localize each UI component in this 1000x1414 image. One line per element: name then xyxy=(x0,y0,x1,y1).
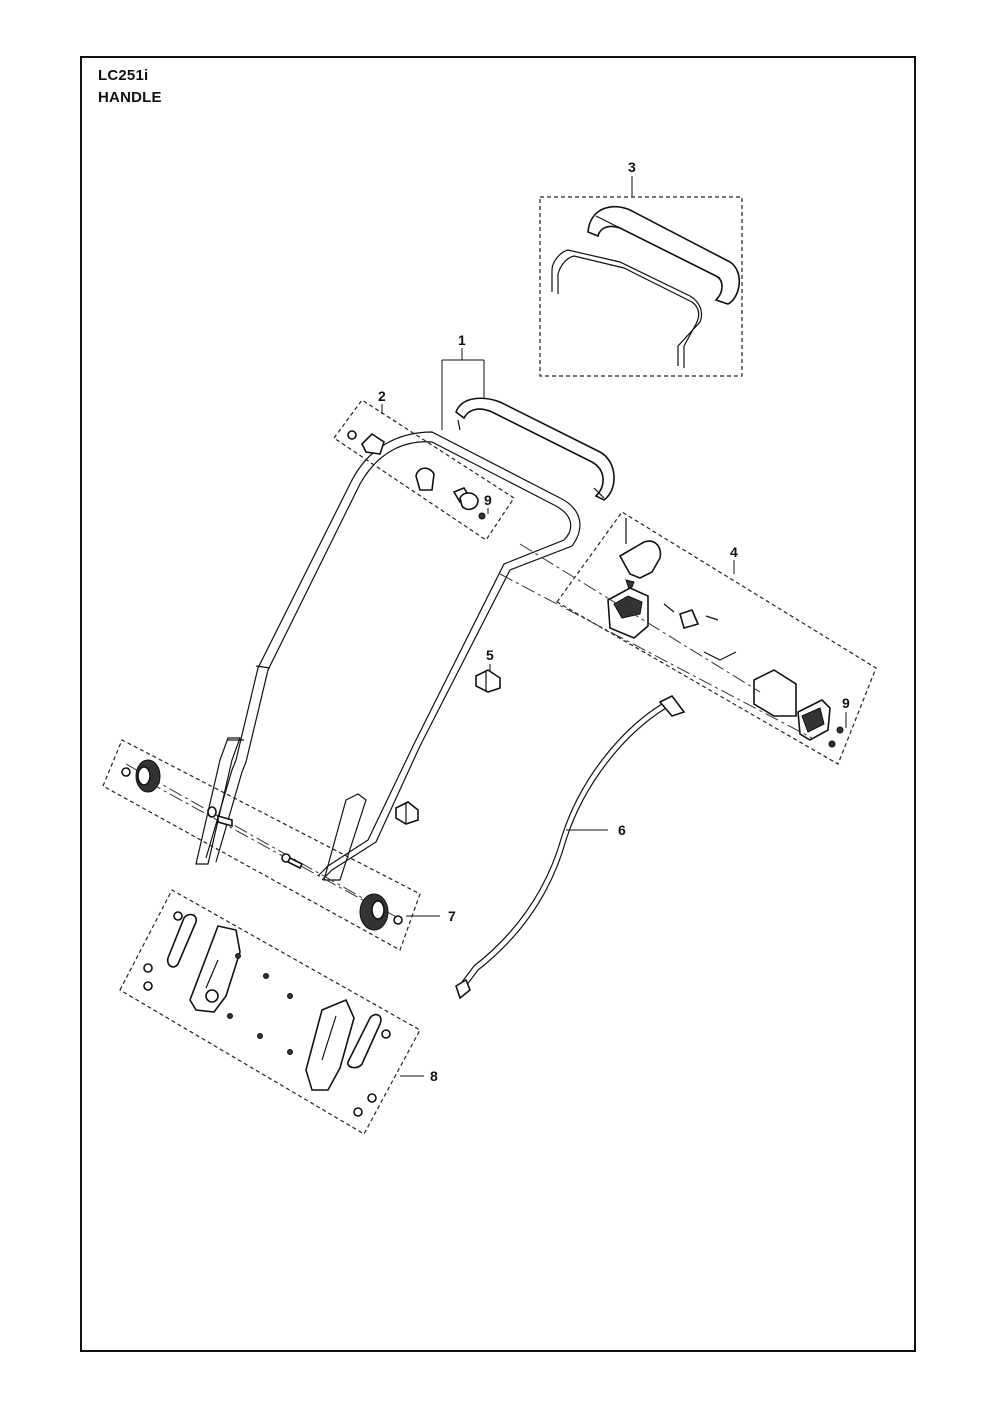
part-1-upper-handle xyxy=(455,397,615,501)
callout-4: 4 xyxy=(730,544,738,560)
part-5-cable-clip xyxy=(395,669,501,825)
part-7-knobs xyxy=(121,759,403,931)
part-4-control-box xyxy=(607,518,844,748)
callout-7: 7 xyxy=(448,908,456,924)
leader-lines xyxy=(381,176,847,1077)
callout-3: 3 xyxy=(628,159,636,175)
centerline xyxy=(519,543,761,693)
group-2-box xyxy=(333,399,515,541)
group-3-box xyxy=(539,196,743,377)
callout-9-lower: 9 xyxy=(842,695,850,711)
part-3-handle-frame xyxy=(551,249,703,368)
part-main-handle xyxy=(195,431,581,881)
callout-2: 2 xyxy=(378,388,386,404)
part-2-clips xyxy=(347,430,486,520)
section-title: HANDLE xyxy=(98,89,162,106)
callout-5: 5 xyxy=(486,647,494,663)
group-8-box xyxy=(119,889,421,1135)
centerline xyxy=(499,573,813,739)
callout-1: 1 xyxy=(458,332,466,348)
callout-6: 6 xyxy=(618,822,626,838)
group-4-box xyxy=(556,511,877,765)
group-7-box xyxy=(102,739,421,951)
part-3-handle-grip xyxy=(587,205,740,305)
part-6-cable xyxy=(455,694,686,1000)
callout-9-upper: 9 xyxy=(484,492,492,508)
drawing-frame xyxy=(80,56,916,1352)
centerline xyxy=(147,781,371,905)
centerline xyxy=(125,763,399,919)
callout-8: 8 xyxy=(430,1068,438,1084)
model-title: LC251i xyxy=(98,67,149,84)
part-8-brackets xyxy=(143,911,391,1117)
